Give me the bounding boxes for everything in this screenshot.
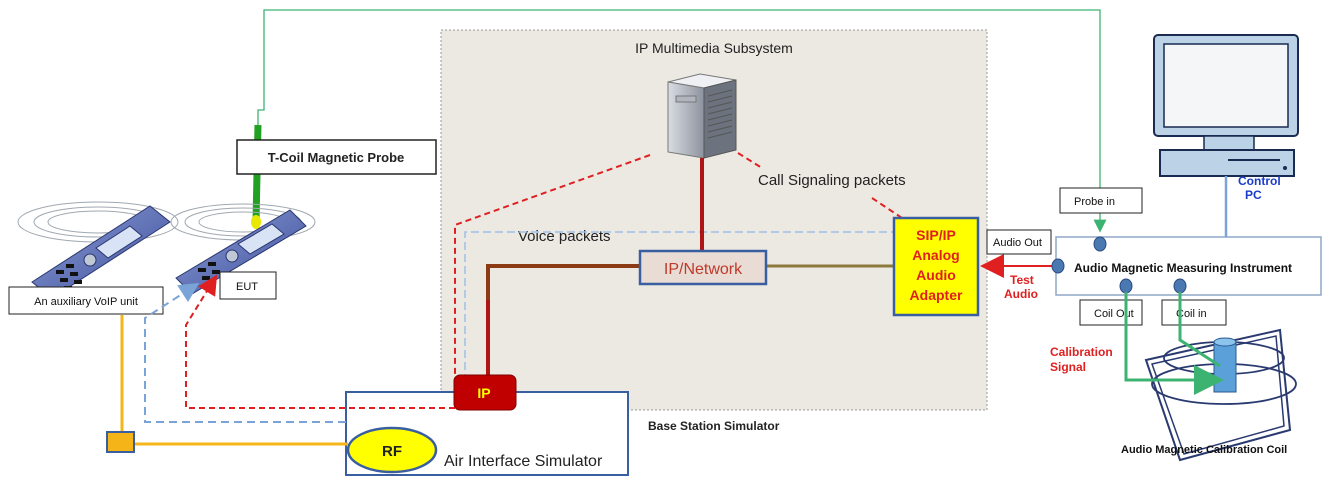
coil-out-label: Coil Out (1094, 308, 1134, 320)
test-audio-label-2: Audio (1004, 287, 1038, 301)
coil-in-green (1178, 292, 1221, 368)
calibration-coil-label: Audio Magnetic Calibration Coil (1121, 444, 1287, 456)
calibration-signal-1: Calibration (1050, 345, 1113, 359)
adapter-line-2: Analog (912, 247, 959, 263)
red-dashed-to-eut (185, 274, 455, 409)
ip-network-box (638, 249, 768, 286)
aux-voip-box (8, 286, 164, 315)
coil-out-port (1119, 278, 1133, 294)
measuring-instrument-label: Audio Magnetic Measuring Instrument (1074, 261, 1292, 275)
rf-label: RF (382, 443, 402, 460)
eut-box (219, 271, 277, 300)
server-to-adapter-dashed (737, 152, 763, 169)
eut-label: EUT (236, 281, 258, 293)
probe-in-label: Probe in (1074, 196, 1115, 208)
voice-packets-line (464, 231, 900, 382)
call-signaling-label: Call Signaling packets (758, 172, 906, 189)
rf-ellipse (346, 426, 438, 474)
signaling-to-adapter-dashed (871, 197, 909, 223)
air-interface-label: Air Interface Simulator (444, 453, 603, 470)
coil-in-port (1173, 278, 1187, 294)
voice-packets-label: Voice packets (518, 228, 611, 245)
aux-voip-label: An auxiliary VoIP unit (34, 296, 138, 308)
ip-network-label: IP/Network (664, 261, 743, 278)
adapter-box (892, 216, 980, 317)
tcoil-probe-box (236, 139, 437, 175)
server-icon (667, 73, 737, 159)
audio-out-box (986, 229, 1052, 255)
ip-box (453, 374, 517, 411)
probe-in-port (1093, 236, 1107, 252)
adapter-line-1: SIP/IP (916, 227, 956, 243)
phone-icon (17, 201, 179, 299)
orange-junction (106, 431, 135, 453)
ims-title: IP Multimedia Subsystem (635, 40, 793, 56)
adapter-line-4: Adapter (910, 287, 963, 303)
computer-icon (1153, 34, 1299, 177)
control-pc-2: PC (1245, 188, 1262, 202)
ip-label: IP (477, 385, 490, 401)
coil-out-green (1124, 292, 1224, 395)
control-pc-1: Control (1238, 174, 1281, 188)
tcoil-probe-tip (251, 215, 261, 229)
tcoil-probe-label: T-Coil Magnetic Probe (268, 150, 405, 165)
blue-dashed-to-eut (144, 282, 346, 423)
test-audio-label-1: Test (1010, 273, 1034, 287)
coil-out-box (1079, 299, 1143, 326)
base-station-label: Base Station Simulator (648, 419, 780, 433)
coil-icon (1144, 328, 1297, 462)
probe-in-box (1059, 187, 1143, 214)
probe-green-line (257, 9, 1107, 233)
audio-out-port (1051, 258, 1065, 274)
coil-in-box (1161, 299, 1227, 326)
audio-out-label: Audio Out (993, 237, 1042, 249)
calibration-signal-2: Signal (1050, 360, 1086, 374)
adapter-line-3: Audio (916, 267, 956, 283)
coil-in-label: Coil in (1176, 308, 1207, 320)
